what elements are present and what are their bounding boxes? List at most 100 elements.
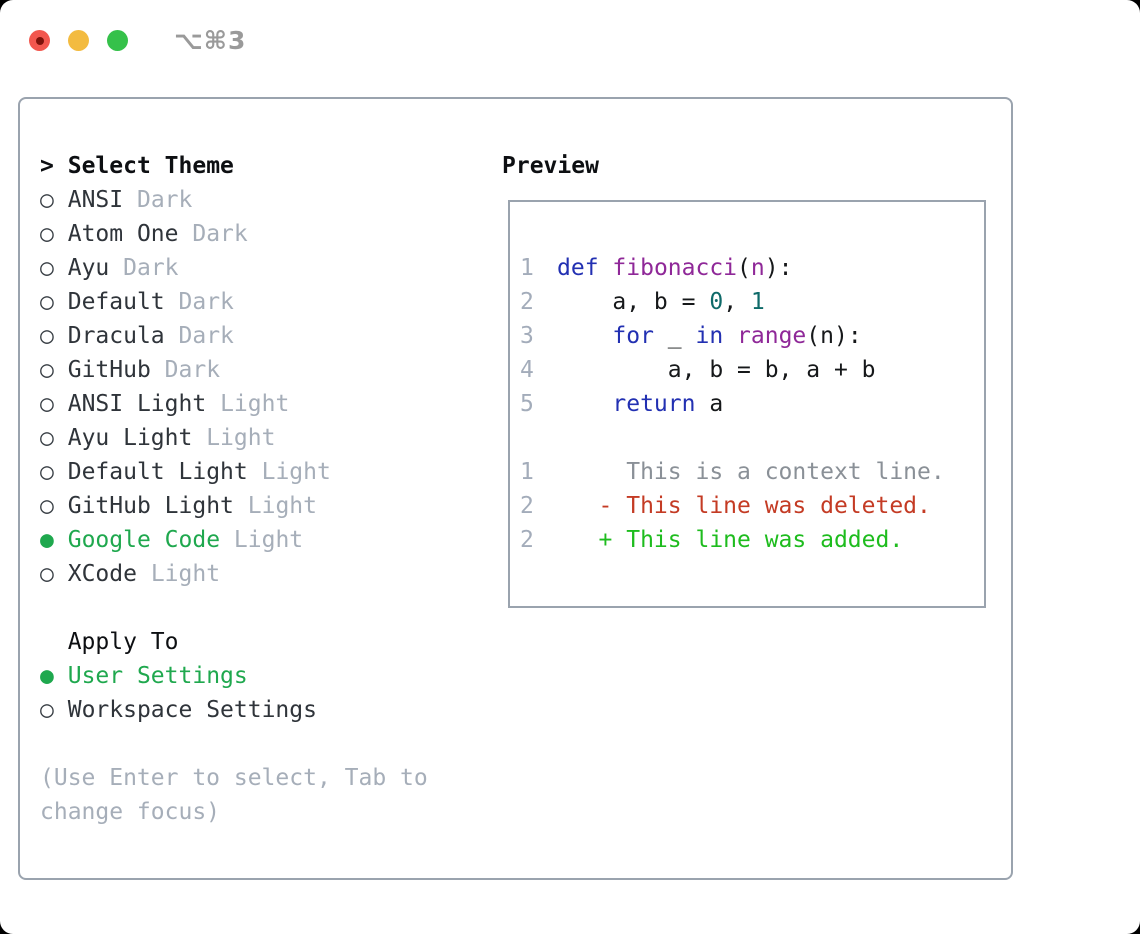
code-line: 2 a, b = 0, 1 <box>520 285 945 319</box>
line-number: 3 <box>520 323 534 349</box>
code-token: n <box>750 255 765 281</box>
theme-variant-label: Light <box>261 459 331 485</box>
apply-option-label: User Settings <box>67 663 248 689</box>
theme-variant-label: Dark <box>136 187 193 213</box>
minimize-button[interactable] <box>68 30 89 51</box>
code-token: (n): <box>806 323 862 349</box>
theme-name: GitHub <box>67 357 151 383</box>
hint-line-1: (Use Enter to select, Tab to <box>40 765 428 791</box>
radio-selected-icon: ● <box>40 527 54 553</box>
theme-list: ○ ANSI Dark○ Atom One Dark○ Ayu Dark○ De… <box>40 183 428 591</box>
apply-option-workspace-settings[interactable]: ○ Workspace Settings <box>40 693 428 727</box>
titlebar: ⌥⌘3 <box>29 26 246 55</box>
code-token: a, b = <box>557 289 710 315</box>
code-line: 3 for _ in range(n): <box>520 319 945 353</box>
apply-to-header: Apply To <box>67 629 179 655</box>
line-number: 2 <box>520 527 534 553</box>
diff-text: + This line was added. <box>557 527 904 553</box>
theme-variant-label: Light <box>233 527 304 553</box>
code-token <box>599 255 613 281</box>
radio-unselected-icon: ○ <box>40 221 54 247</box>
code-line: 1 def fibonacci(n): <box>520 251 945 285</box>
radio-unselected-icon: ○ <box>40 187 54 213</box>
theme-selector-panel: > Select Theme ○ ANSI Dark○ Atom One Dar… <box>18 97 1013 880</box>
theme-name: Ayu <box>67 255 110 281</box>
theme-name: Ayu Light <box>67 425 193 451</box>
radio-unselected-icon: ○ <box>40 289 54 315</box>
theme-option-default[interactable]: ○ Default Dark <box>40 285 428 319</box>
code-token: 1 <box>750 289 765 315</box>
theme-option-default-light[interactable]: ○ Default Light Light <box>40 455 428 489</box>
preview-header: Preview <box>502 153 599 179</box>
theme-variant-label: Dark <box>178 289 234 315</box>
line-number: 2 <box>520 289 534 315</box>
code-token: return <box>612 391 696 417</box>
theme-name: ANSI Light <box>67 391 207 417</box>
line-number: 5 <box>520 391 534 417</box>
theme-option-atom-one[interactable]: ○ Atom One Dark <box>40 217 428 251</box>
theme-option-ansi-light[interactable]: ○ ANSI Light Light <box>40 387 428 421</box>
theme-name: XCode <box>67 561 137 587</box>
diff-preview-lines: 1 This is a context line.2 - This line w… <box>520 455 945 557</box>
apply-option-user-settings[interactable]: ● User Settings <box>40 659 428 693</box>
code-token: ): <box>764 255 793 281</box>
code-line: 5 return a <box>520 387 945 421</box>
theme-name: Google Code <box>67 527 221 553</box>
close-button[interactable] <box>29 30 50 51</box>
line-number: 2 <box>520 493 534 519</box>
code-token: a, b = b, a + b <box>557 357 876 383</box>
radio-unselected-icon: ○ <box>40 357 54 383</box>
theme-variant-label: Light <box>150 561 221 587</box>
code-token: def <box>557 255 599 281</box>
theme-option-ayu-light[interactable]: ○ Ayu Light Light <box>40 421 428 455</box>
hint-line-2: change focus) <box>40 799 221 825</box>
theme-variant-label: Dark <box>192 221 248 247</box>
theme-option-ayu[interactable]: ○ Ayu Dark <box>40 251 428 285</box>
focus-caret-icon: > <box>40 153 54 179</box>
theme-option-dracula[interactable]: ○ Dracula Dark <box>40 319 428 353</box>
spacer-row <box>520 421 945 455</box>
theme-name: Atom One <box>67 221 179 247</box>
diff-line-context: 1 This is a context line. <box>520 455 945 489</box>
code-token: 0 <box>709 289 724 315</box>
window-title: ⌥⌘3 <box>174 26 247 55</box>
theme-option-xcode[interactable]: ○ XCode Light <box>40 557 428 591</box>
line-number: 4 <box>520 357 534 383</box>
apply-to-options: ● User Settings○ Workspace Settings <box>40 659 428 727</box>
radio-unselected-icon: ○ <box>40 697 54 723</box>
theme-name: Default Light <box>67 459 248 485</box>
radio-unselected-icon: ○ <box>40 425 54 451</box>
theme-variant-label: Dark <box>178 323 234 349</box>
theme-variant-label: Dark <box>123 255 179 281</box>
theme-variant-label: Dark <box>164 357 221 383</box>
apply-option-label: Workspace Settings <box>67 697 317 723</box>
line-number: 1 <box>520 459 534 485</box>
zoom-button[interactable] <box>107 30 128 51</box>
theme-option-github-light[interactable]: ○ GitHub Light Light <box>40 489 428 523</box>
code-token <box>723 323 737 349</box>
theme-variant-label: Light <box>220 391 290 417</box>
radio-selected-icon: ● <box>40 663 54 689</box>
code-line: 4 a, b = b, a + b <box>520 353 945 387</box>
theme-name: Dracula <box>67 323 165 349</box>
theme-name: GitHub Light <box>67 493 234 519</box>
radio-unselected-icon: ○ <box>40 561 54 587</box>
spacer-row <box>40 591 428 625</box>
code-token: , <box>723 289 751 315</box>
theme-option-google-code[interactable]: ● Google Code Light <box>40 523 428 557</box>
code-token: fibonacci <box>612 255 738 281</box>
radio-unselected-icon: ○ <box>40 255 54 281</box>
theme-name: Default <box>67 289 165 315</box>
code-token: ( <box>737 255 751 281</box>
theme-variant-label: Light <box>247 493 317 519</box>
line-number: 1 <box>520 255 534 281</box>
theme-option-github[interactable]: ○ GitHub Dark <box>40 353 428 387</box>
spacer-row <box>40 727 428 761</box>
diff-text: This is a context line. <box>557 459 945 485</box>
code-token <box>557 323 612 349</box>
theme-option-ansi[interactable]: ○ ANSI Dark <box>40 183 428 217</box>
